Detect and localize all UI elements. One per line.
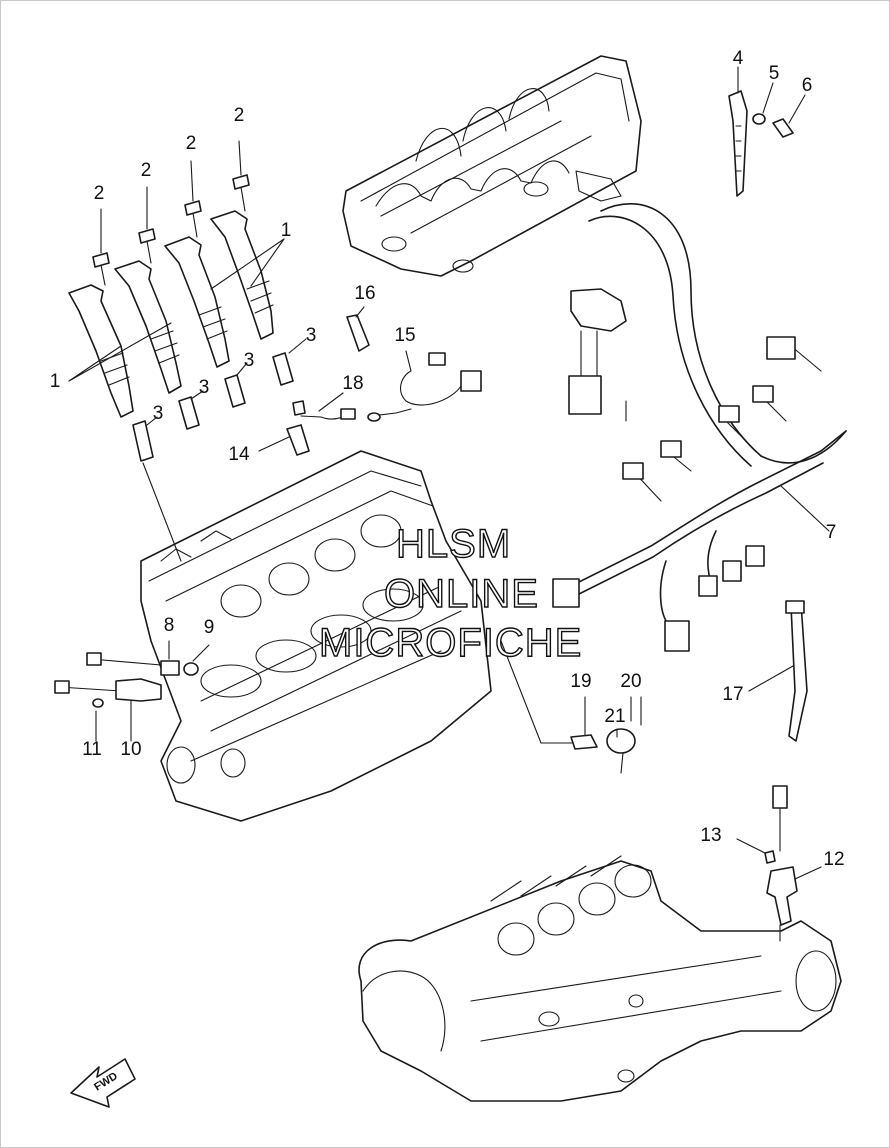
watermark-line3: MICROFICHE [319,621,582,665]
callout-c8: 8 [164,615,175,636]
callout-c3c: 3 [199,377,210,398]
exhaust-manifold [358,855,842,1102]
callout-c2d: 2 [94,183,105,204]
ignition-coils [68,210,274,418]
watermark-line2: ONLINE [384,572,539,616]
callout-c6: 6 [802,75,813,96]
callout-c3b: 3 [244,350,255,371]
watermark-line1: HLSM [396,522,511,566]
callout-c7: 7 [826,522,837,543]
callout-c20: 20 [620,671,641,692]
coil-bolts [92,140,250,286]
sensor-bottom [736,785,822,942]
callout-c3d: 3 [153,403,164,424]
callout-c1a: 1 [281,220,292,241]
callout-c16: 16 [354,283,375,304]
callout-c10: 10 [120,739,141,760]
callout-c19: 19 [570,671,591,692]
sensors-center [258,306,482,456]
callout-c11: 11 [82,739,102,760]
callout-c9: 9 [204,617,215,638]
engine-block [140,450,492,822]
watermark: HLSM ONLINE MICROFICHE [318,521,582,665]
callout-c2b: 2 [186,133,197,154]
callout-c18: 18 [342,373,363,394]
callout-c12: 12 [823,849,844,870]
fwd-arrow: FWD [70,1058,136,1108]
callout-c5: 5 [769,63,780,84]
callout-c15: 15 [394,325,415,346]
callout-c4: 4 [733,48,744,69]
callout-c1b: 1 [50,371,61,392]
spark-plugs [132,338,307,462]
sensors-right [500,600,808,774]
wire-harness [552,203,847,652]
sensors-left [54,640,210,742]
callout-c14: 14 [228,444,250,465]
callout-c3a: 3 [306,325,317,346]
callout-c2a: 2 [234,105,245,126]
clamp-bracket [728,66,806,197]
callout-c17: 17 [722,684,743,705]
cylinder-head-cover [342,55,642,277]
callout-c13: 13 [700,825,721,846]
callout-c2c: 2 [141,160,152,181]
callout-c21: 21 [604,706,625,727]
